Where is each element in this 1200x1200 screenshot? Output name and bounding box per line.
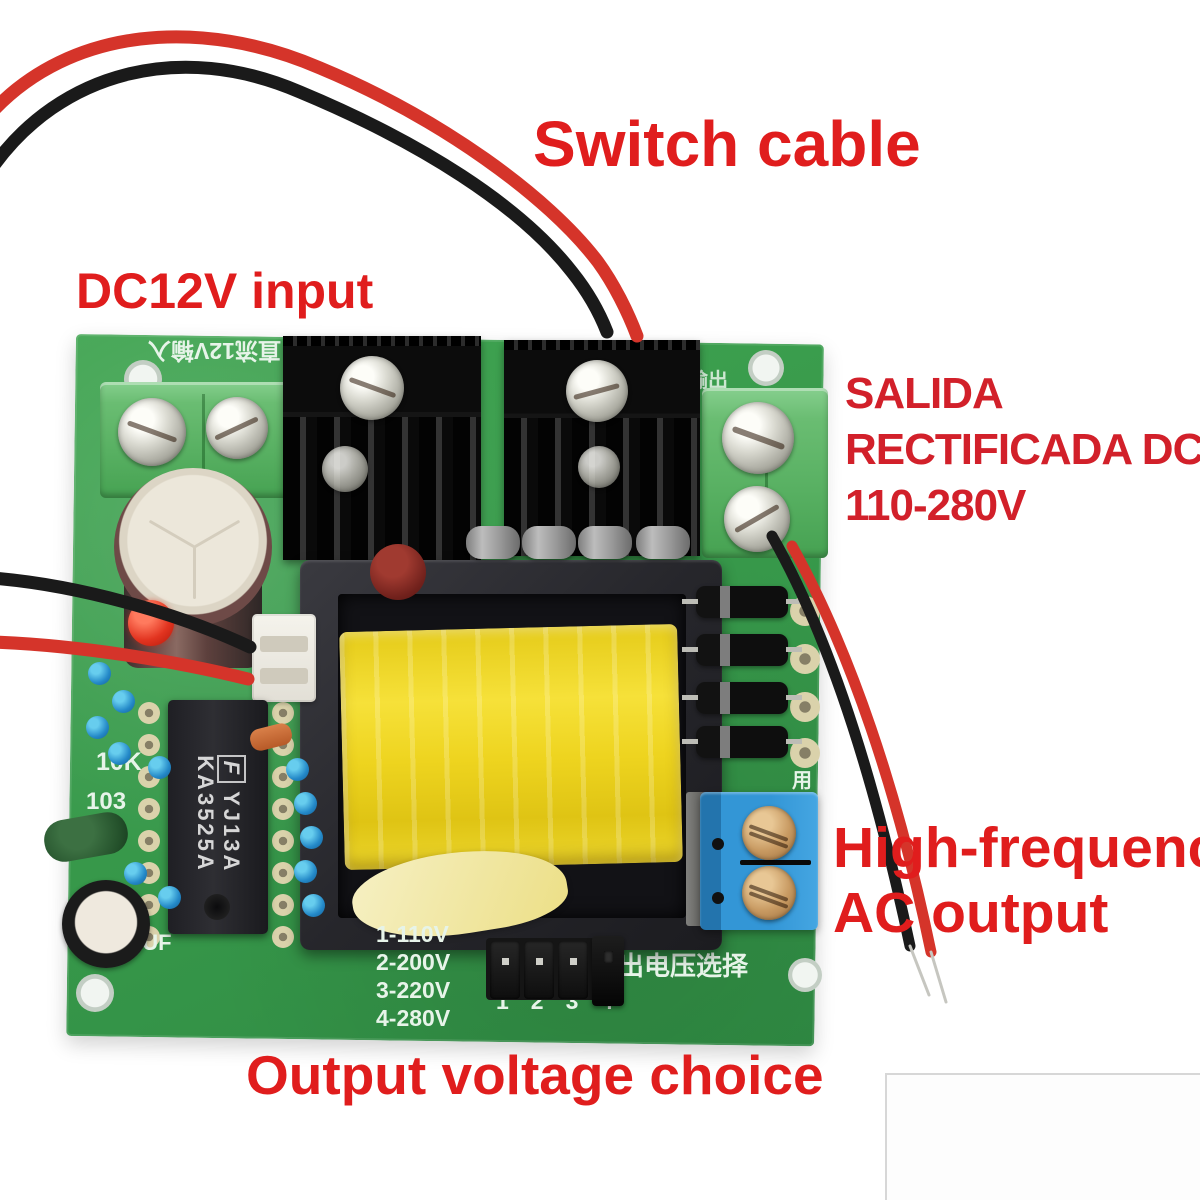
small-electrolytic-capacitor [62, 880, 150, 968]
salida-line1: SALIDA [845, 369, 1004, 418]
capacitor-bead [108, 742, 131, 765]
ic-line1: YJ13A [219, 791, 244, 874]
salida-line3: 110-280V [845, 481, 1026, 530]
transformer-winding-tape [339, 623, 683, 871]
capacitor-bead [148, 756, 171, 779]
mounting-hole [76, 974, 114, 1012]
hf-line1: High-frequency [833, 816, 1200, 880]
solder-pad [138, 702, 160, 724]
filter-capacitor [114, 468, 272, 626]
jumper-post [490, 941, 520, 999]
annotation-hf-output: High-frequency AC output [833, 816, 1200, 946]
terminal-screw-bronze [742, 806, 796, 860]
terminal-screw [206, 397, 268, 459]
rectifier-diode [682, 682, 802, 714]
solder-pad [138, 798, 160, 820]
capacitor-bead [124, 862, 147, 885]
switch-cable-connector [252, 614, 316, 702]
rectifier-diode [682, 586, 802, 618]
mounting-hole [748, 350, 784, 386]
annotation-salida: SALIDA RECTIFICADA DC 110-280V [845, 366, 1200, 534]
ic-label: F YJ13A KA3525A [192, 706, 246, 922]
capacitor-bead [294, 792, 317, 815]
mounting-hole [788, 958, 822, 992]
resistor-cylinder [466, 526, 520, 559]
indicator-led [128, 600, 174, 646]
jumper-post [558, 941, 588, 999]
terminal-pin-hole [712, 838, 724, 850]
resistor-cylinder [578, 526, 632, 559]
capacitor-bead [302, 894, 325, 917]
salida-line2: RECTIFICADA DC [845, 425, 1200, 474]
annotation-dc-input: DC12V input [76, 263, 374, 319]
voltage-option-3: 3-220V [376, 977, 451, 1003]
capacitor-bead [300, 826, 323, 849]
terminal-screw [722, 402, 794, 474]
terminal-screw [118, 398, 186, 466]
rectifier-diode [682, 634, 802, 666]
solder-pad [272, 798, 294, 820]
solder-pad [272, 830, 294, 852]
bare-wire-tip [908, 944, 931, 997]
capacitor-bead [286, 758, 309, 781]
terminal-screw-bronze [742, 866, 796, 920]
voltage-option-list: 1-110V 2-200V 3-220V 4-280V [376, 920, 450, 1032]
heatsink-screw [566, 360, 628, 422]
voltage-option-2: 2-200V [376, 949, 451, 975]
ic-line2: KA3525A [193, 755, 218, 873]
voltage-option-4: 4-280V [376, 1005, 451, 1031]
solder-pad [138, 734, 160, 756]
solder-pad [138, 830, 160, 852]
solder-pad [272, 894, 294, 916]
silkscreen-terminal-mark: 用 [792, 770, 812, 792]
annotation-switch-cable: Switch cable [533, 108, 921, 180]
terminal-screw [724, 486, 790, 552]
resistor-cylinder [636, 526, 690, 559]
capacitor-bead [88, 662, 111, 685]
capacitor-bead [112, 690, 135, 713]
solder-pad [272, 926, 294, 948]
capacitor-bead [86, 716, 109, 739]
rectifier-diode [682, 726, 802, 758]
bare-wire-tip [929, 950, 948, 1004]
heatsink-screw [578, 446, 620, 488]
heatsink-screw [322, 446, 368, 492]
capacitor-bead [158, 886, 181, 909]
silkscreen-cap-code: 103 [86, 788, 127, 815]
jumper-cap [592, 936, 624, 1006]
terminal-pin-hole [712, 892, 724, 904]
resistor-cylinder [522, 526, 576, 559]
capacitor-bead [294, 860, 317, 883]
disc-capacitor [370, 544, 426, 600]
silkscreen-dc-input-label: 直流12V输入 [148, 338, 281, 364]
ic-dimple [204, 894, 230, 920]
ic-logo: F [217, 754, 246, 784]
hf-line2: AC output [833, 881, 1109, 945]
annotation-output-choice: Output voltage choice [246, 1044, 824, 1106]
jumper-post [524, 941, 554, 999]
white-overlay-box [885, 1073, 1200, 1200]
heatsink-screw [340, 356, 404, 420]
solder-pad [272, 862, 294, 884]
solder-pad [272, 702, 294, 724]
voltage-option-1: 1-110V [376, 921, 449, 947]
